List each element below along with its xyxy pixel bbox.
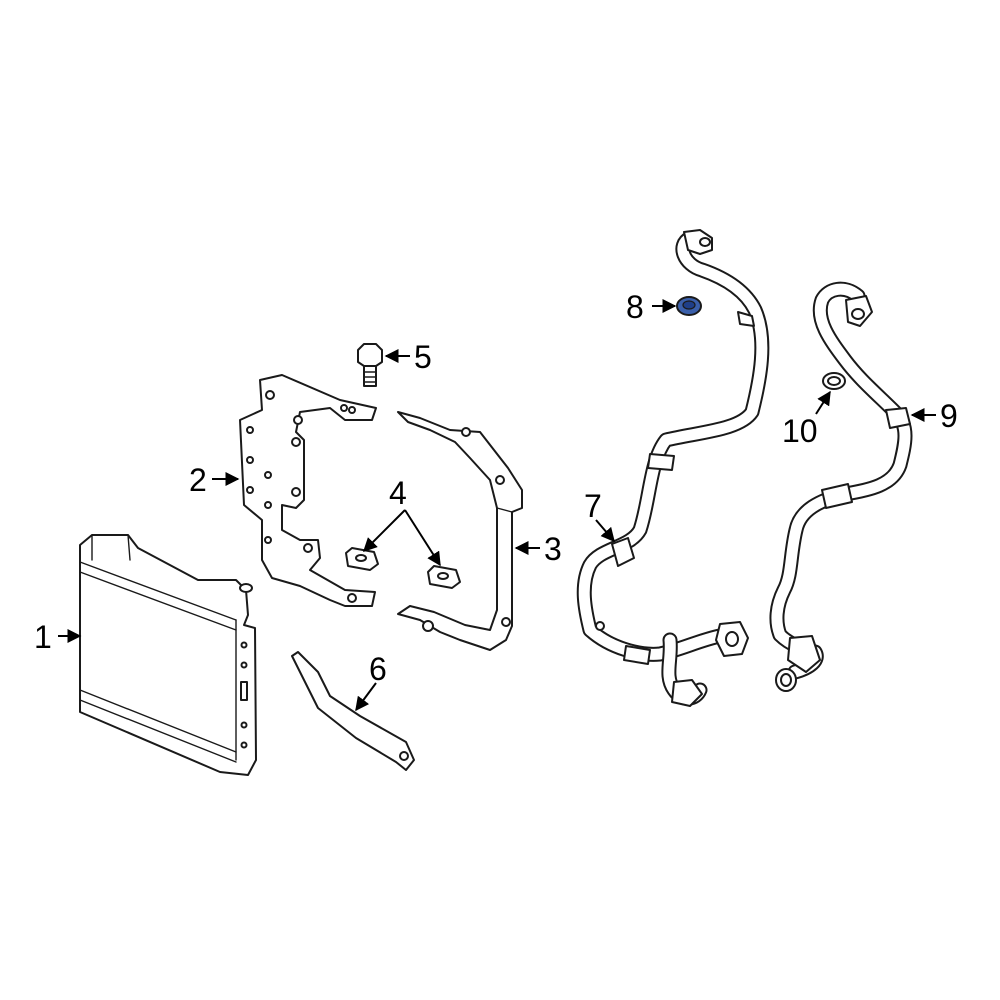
callout-1: 1 bbox=[34, 619, 52, 655]
callout-4: 4 bbox=[389, 475, 407, 511]
part-3-frame[interactable] bbox=[397, 411, 523, 651]
part-6-strap[interactable] bbox=[291, 651, 415, 771]
leader-7 bbox=[595, 519, 615, 543]
part-2-bracket[interactable] bbox=[239, 374, 377, 607]
callout-3: 3 bbox=[544, 531, 562, 567]
part-4-clip-left[interactable] bbox=[345, 547, 379, 571]
callout-7: 7 bbox=[584, 488, 602, 524]
part-4-clip-right[interactable] bbox=[427, 565, 461, 589]
leader-10 bbox=[815, 390, 831, 415]
callout-2: 2 bbox=[189, 462, 207, 498]
callout-5: 5 bbox=[414, 339, 432, 375]
callout-10: 10 bbox=[782, 413, 818, 449]
part-1-oil-cooler[interactable] bbox=[79, 534, 257, 776]
callout-6: 6 bbox=[369, 651, 387, 687]
callout-labels: 1 2 3 4 5 6 7 8 9 10 bbox=[34, 289, 958, 687]
part-8-seal[interactable] bbox=[676, 296, 702, 316]
callout-9: 9 bbox=[940, 398, 958, 434]
part-7-hose[interactable] bbox=[576, 229, 770, 707]
leader-4a bbox=[363, 509, 406, 552]
leader-lines bbox=[58, 299, 936, 712]
leader-4b bbox=[404, 509, 441, 567]
leader-6 bbox=[355, 682, 377, 712]
part-5-bolt[interactable] bbox=[357, 343, 383, 387]
callout-8: 8 bbox=[626, 289, 644, 325]
part-10-o-ring[interactable] bbox=[822, 372, 846, 390]
part-9-hose[interactable] bbox=[769, 281, 913, 692]
